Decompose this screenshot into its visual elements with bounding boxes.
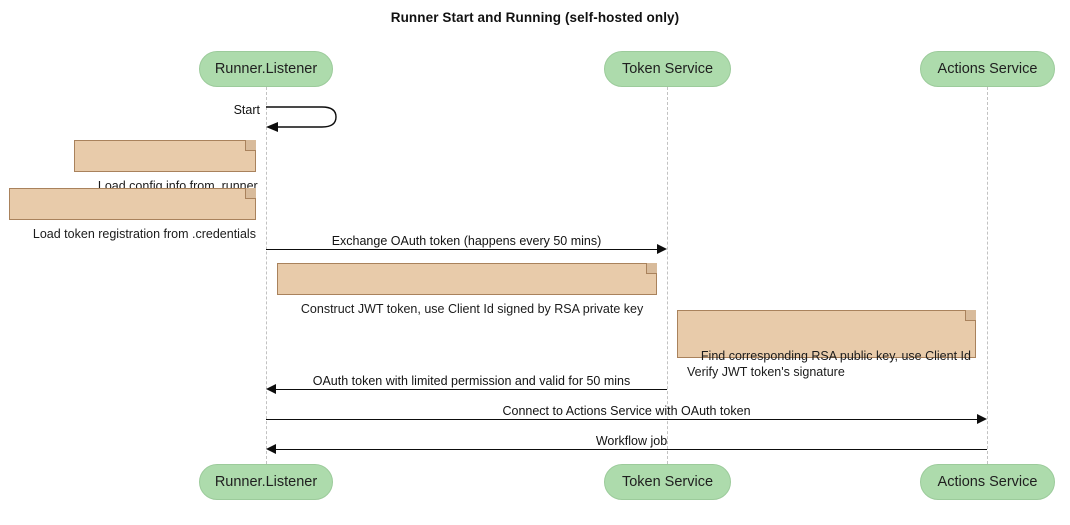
lifeline-actions bbox=[987, 87, 988, 464]
note-text: Construct JWT token, use Client Id signe… bbox=[300, 302, 644, 316]
participant-label: Token Service bbox=[621, 61, 714, 77]
participant-label: Runner.Listener bbox=[214, 474, 318, 490]
note-text: Load token registration from .credential… bbox=[32, 227, 256, 241]
message-arrowhead-oauth-token-reply bbox=[266, 384, 276, 394]
note-load-config: Load config info from .runner bbox=[74, 140, 258, 193]
participant-header-actions[interactable]: Actions Service bbox=[920, 51, 1055, 87]
message-label-oauth-token-reply: OAuth token with limited permission and … bbox=[312, 374, 631, 388]
participant-footer-runner[interactable]: Runner.Listener bbox=[199, 464, 333, 500]
note-construct-jwt: Construct JWT token, use Client Id signe… bbox=[277, 263, 657, 316]
message-arrowhead-connect-actions bbox=[977, 414, 987, 424]
participant-label: Token Service bbox=[621, 474, 714, 490]
participant-header-runner[interactable]: Runner.Listener bbox=[199, 51, 333, 87]
participant-header-token[interactable]: Token Service bbox=[604, 51, 731, 87]
page-title: Runner Start and Running (self-hosted on… bbox=[390, 10, 680, 25]
message-line-connect-actions bbox=[266, 419, 978, 420]
participant-footer-token[interactable]: Token Service bbox=[604, 464, 731, 500]
message-label-start: Start bbox=[233, 103, 260, 117]
note-load-token-registration: Load token registration from .credential… bbox=[9, 188, 256, 241]
message-label-connect-actions: Connect to Actions Service with OAuth to… bbox=[502, 404, 751, 418]
lifeline-runner bbox=[266, 87, 267, 464]
note-verify-jwt-signature: Find corresponding RSA public key, use C… bbox=[677, 310, 976, 379]
note-text: Find corresponding RSA public key, use C… bbox=[687, 349, 971, 379]
participant-footer-actions[interactable]: Actions Service bbox=[920, 464, 1055, 500]
note-fold-icon bbox=[245, 140, 256, 151]
participant-label: Actions Service bbox=[937, 61, 1038, 77]
message-arrowhead-exchange-oauth bbox=[657, 244, 667, 254]
message-line-oauth-token-reply bbox=[276, 389, 667, 390]
self-message-start bbox=[264, 103, 342, 135]
message-arrowhead-workflow-job bbox=[266, 444, 276, 454]
note-fold-icon bbox=[965, 310, 976, 321]
participant-label: Actions Service bbox=[937, 474, 1038, 490]
note-fold-icon bbox=[646, 263, 657, 274]
message-line-exchange-oauth bbox=[266, 249, 658, 250]
message-label-exchange-oauth: Exchange OAuth token (happens every 50 m… bbox=[331, 234, 602, 248]
lifeline-token bbox=[667, 87, 668, 464]
participant-label: Runner.Listener bbox=[214, 61, 318, 77]
message-label-workflow-job: Workflow job bbox=[595, 434, 668, 448]
note-fold-icon bbox=[245, 188, 256, 199]
message-line-workflow-job bbox=[276, 449, 987, 450]
